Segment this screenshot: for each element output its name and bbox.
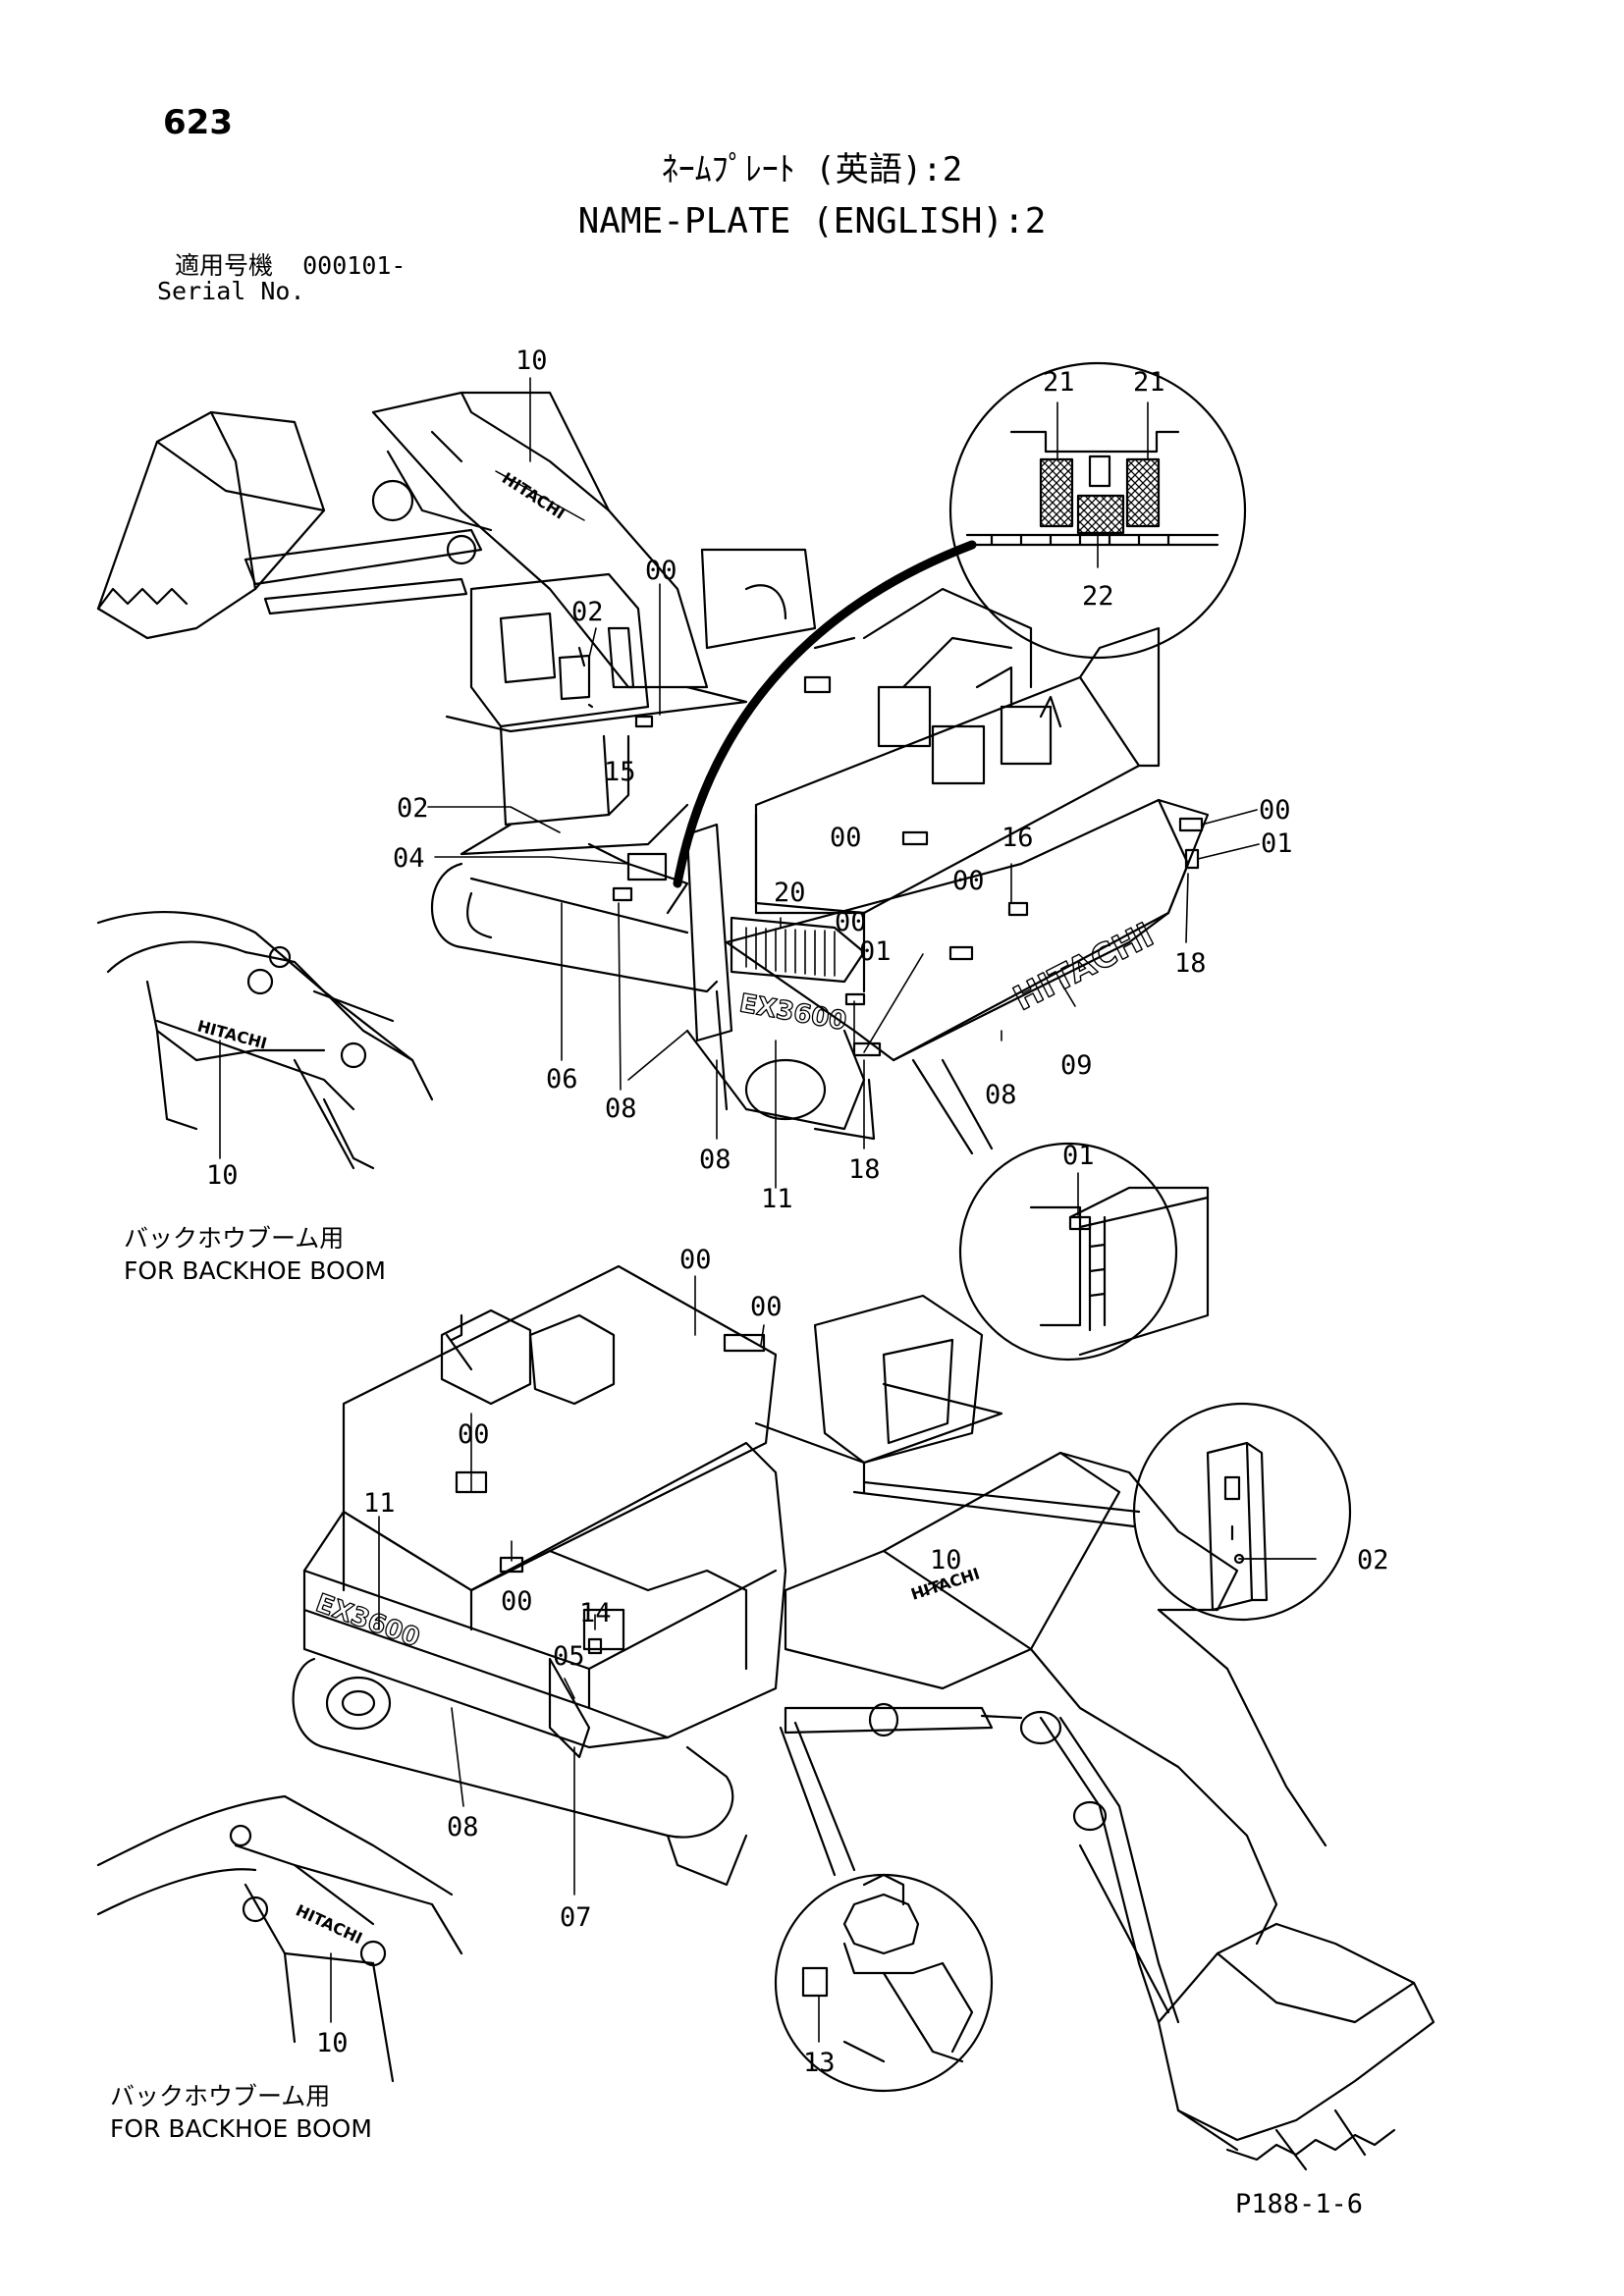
- callout-10-left-b: 10: [316, 2028, 349, 2058]
- callout-10-left: 10: [206, 1160, 239, 1191]
- callout-02-detail: 02: [1357, 1545, 1389, 1575]
- backhoe-inset-lower: HITACHI: [96, 1794, 463, 2083]
- callout-00-cab: 00: [645, 556, 677, 586]
- callout-21-left: 21: [1043, 367, 1075, 398]
- callout-02-cab: 02: [571, 597, 604, 627]
- callout-14: 14: [579, 1598, 612, 1629]
- callout-00-b2: 00: [750, 1292, 783, 1322]
- callout-01-mid: 01: [859, 936, 892, 967]
- callout-05: 05: [553, 1641, 585, 1672]
- callout-18-right: 18: [1174, 948, 1207, 979]
- serial-applicability: 適用号機 000101-: [175, 253, 406, 278]
- callout-01-right: 01: [1261, 828, 1293, 859]
- caption-backhoe-lower-jp: バックホウブーム用: [110, 2082, 331, 2110]
- caption-backhoe-upper: バックホウブーム用 FOR BACKHOE BOOM: [124, 1223, 386, 1287]
- callout-06: 06: [546, 1064, 578, 1095]
- callout-00-right: 00: [1259, 795, 1291, 826]
- callout-00-b4: 00: [501, 1586, 533, 1617]
- callout-16: 16: [1001, 823, 1034, 853]
- callout-01-detail: 01: [1062, 1141, 1095, 1171]
- callout-04: 04: [393, 843, 425, 874]
- callout-08-a: 08: [605, 1094, 637, 1124]
- leader-lines: [219, 377, 1260, 2043]
- callout-08-d: 08: [447, 1812, 479, 1842]
- serial-value: 000101-: [302, 251, 406, 280]
- serial-label-jp: 適用号機: [175, 251, 274, 280]
- callout-02-left: 02: [397, 793, 429, 824]
- upper-excavator-drawing: HITACHI: [96, 361, 1247, 1362]
- title-english: NAME-PLATE (ENGLISH):2: [577, 201, 1047, 241]
- callout-20: 20: [774, 878, 806, 908]
- hitachi-decal-counterweight: HITACHI: [1007, 915, 1160, 1019]
- serial-label-en: Serial No.: [157, 277, 305, 305]
- callout-09: 09: [1060, 1050, 1093, 1081]
- callout-10-b: 10: [930, 1545, 962, 1575]
- callout-15: 15: [604, 757, 636, 787]
- callout-11-top: 11: [761, 1184, 793, 1214]
- page-number: 623: [163, 103, 233, 142]
- caption-backhoe-upper-en: FOR BACKHOE BOOM: [124, 1255, 386, 1285]
- callout-08-c: 08: [985, 1080, 1017, 1110]
- callout-00-deck: 00: [830, 823, 862, 853]
- callout-18-bottom: 18: [848, 1154, 881, 1185]
- backhoe-inset-upper: HITACHI: [96, 910, 434, 1170]
- caption-backhoe-upper-jp: バックホウブーム用: [124, 1224, 345, 1253]
- callout-08-b: 08: [699, 1145, 731, 1175]
- callout-00-b1: 00: [679, 1245, 712, 1275]
- lower-excavator-drawing: EX3600 HITACHI: [292, 1264, 1435, 2171]
- callout-11-b: 11: [363, 1488, 396, 1519]
- callout-00-mid1: 00: [835, 907, 867, 937]
- callout-21-right: 21: [1133, 367, 1165, 398]
- caption-backhoe-lower-en: FOR BACKHOE BOOM: [110, 2113, 372, 2143]
- title-japanese: ﾈｰﾑﾌﾟﾚｰﾄ (英語):2: [661, 150, 963, 189]
- reference-code: P188-1-6: [1235, 2189, 1364, 2219]
- caption-backhoe-lower: バックホウブーム用 FOR BACKHOE BOOM: [110, 2081, 372, 2145]
- ex3600-decal-front: EX3600: [737, 988, 849, 1037]
- callout-10-top: 10: [515, 346, 548, 376]
- callout-22: 22: [1082, 581, 1114, 612]
- callout-00-b3: 00: [458, 1419, 490, 1450]
- callout-13: 13: [803, 2048, 836, 2078]
- hitachi-decal-boom: HITACHI: [499, 468, 568, 522]
- ex3600-decal-rear: EX3600: [312, 1588, 424, 1653]
- callout-00-mid2: 00: [952, 866, 985, 896]
- hitachi-decal-backhoe-2: HITACHI: [293, 1900, 365, 1948]
- callout-07: 07: [560, 1902, 592, 1933]
